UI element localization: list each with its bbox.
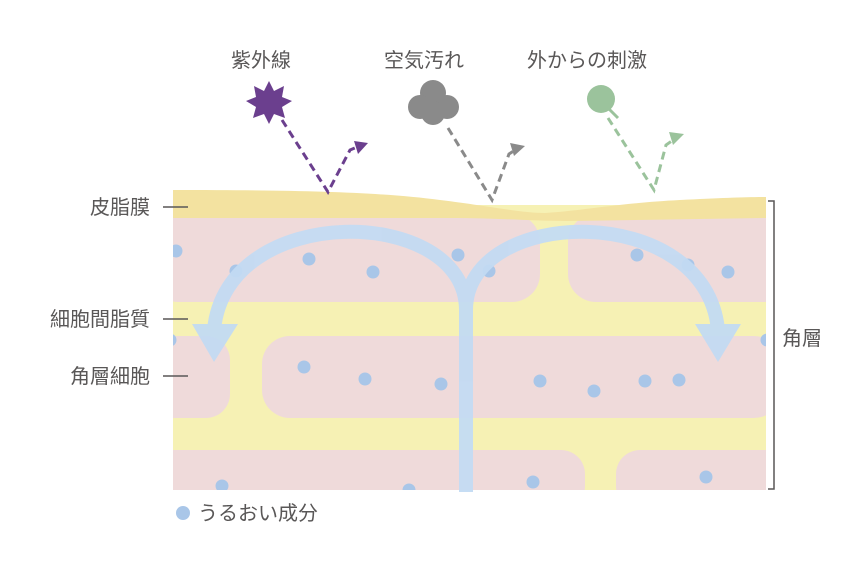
uv-label: 紫外線 bbox=[231, 48, 291, 72]
stratum-corneum-bracket bbox=[768, 200, 775, 490]
sebum-film-label: 皮脂膜 bbox=[90, 195, 150, 219]
sebum-film-layer bbox=[173, 190, 766, 221]
external-arrowhead bbox=[669, 132, 684, 145]
moisture-dot bbox=[215, 479, 229, 490]
corneocyte-cell bbox=[616, 450, 766, 490]
moisture-dot bbox=[760, 333, 766, 347]
external-reflect-arrow bbox=[606, 117, 677, 194]
corneocyte-cell bbox=[173, 450, 585, 490]
external-stimulus-label: 外からの刺激 bbox=[527, 48, 647, 72]
moisture-dot bbox=[672, 373, 686, 387]
corneocyte-cell bbox=[173, 214, 540, 302]
moisture-dot bbox=[587, 384, 601, 398]
moisture-dot bbox=[630, 248, 644, 262]
legend: うるおい成分 bbox=[176, 501, 318, 525]
moisture-dot bbox=[366, 265, 380, 279]
uv-star-icon bbox=[246, 81, 292, 124]
moisture-dot bbox=[302, 252, 316, 266]
corneocyte-cell bbox=[262, 336, 766, 418]
moisture-right-arc bbox=[459, 224, 725, 331]
irritant-particle-icon bbox=[587, 85, 615, 113]
moisture-legend-dot bbox=[176, 506, 190, 520]
moisture-left-arc bbox=[207, 224, 473, 331]
moisture-left-arrowhead bbox=[192, 324, 238, 362]
moisture-dot bbox=[358, 372, 372, 386]
moisture-dot bbox=[173, 334, 177, 346]
moisture-particles bbox=[173, 244, 766, 490]
moisture-dot bbox=[699, 470, 713, 484]
uv-group bbox=[246, 81, 368, 195]
moisture-circulation-arrows bbox=[192, 224, 741, 492]
stratum-corneum-label: 角層 bbox=[782, 326, 822, 350]
irritant-particle-tail bbox=[607, 107, 620, 120]
moisture-dot bbox=[526, 475, 540, 489]
external-stimulus-group bbox=[587, 85, 684, 194]
moisture-dot bbox=[638, 374, 652, 388]
smog-cloud-icon bbox=[408, 80, 459, 125]
pollution-label: 空気汚れ bbox=[384, 48, 464, 72]
moisture-dot bbox=[173, 244, 183, 258]
corneocyte-label: 角層細胞 bbox=[70, 364, 150, 388]
uv-arrowhead bbox=[354, 141, 368, 154]
intercellular-lipid-label: 細胞間脂質 bbox=[50, 307, 150, 331]
moisture-dot bbox=[434, 377, 448, 391]
moisture-legend-label: うるおい成分 bbox=[198, 501, 318, 525]
pollution-arrowhead bbox=[510, 143, 525, 156]
moisture-dot bbox=[402, 483, 416, 490]
moisture-dot bbox=[721, 265, 735, 279]
pollution-group bbox=[408, 80, 525, 204]
moisture-dot bbox=[451, 248, 465, 262]
moisture-dot bbox=[533, 374, 547, 388]
pollution-reflect-arrow bbox=[446, 127, 519, 204]
moisture-right-arrowhead bbox=[695, 324, 741, 362]
uv-reflect-arrow bbox=[280, 119, 363, 195]
moisture-dot bbox=[297, 360, 311, 374]
